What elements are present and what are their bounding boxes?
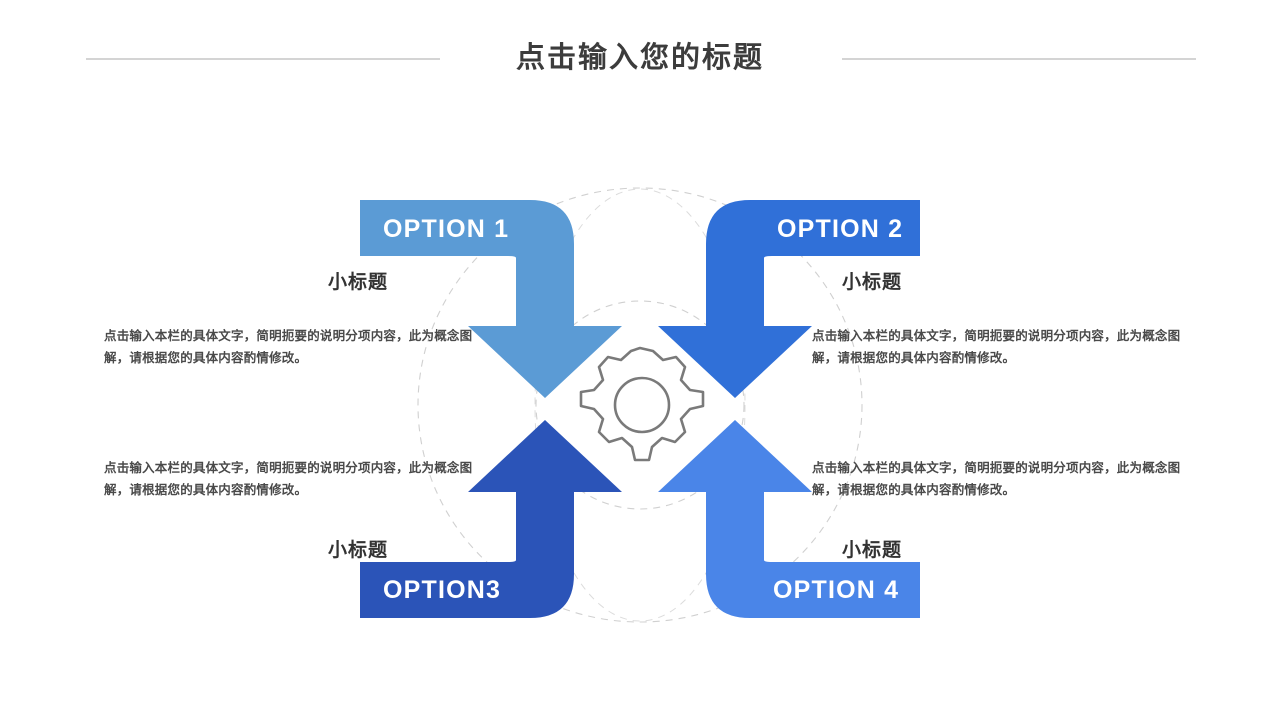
option-4-shape bbox=[658, 420, 920, 618]
option-4-arrow[interactable] bbox=[658, 420, 920, 618]
option-3-arrow[interactable] bbox=[360, 420, 622, 618]
slide-title-bar: 点击输入您的标题 bbox=[0, 36, 1280, 82]
title-rule-right bbox=[842, 58, 1196, 60]
gear-hub bbox=[613, 376, 671, 434]
option-1-text-block: 小标题 点击输入本栏的具体文字，简明扼要的说明分项内容，此为概念图解，请根据您的… bbox=[104, 272, 484, 370]
option-1-subtitle[interactable]: 小标题 bbox=[327, 272, 388, 293]
option-4-text-block: 点击输入本栏的具体文字，简明扼要的说明分项内容，此为概念图解，请根据您的具体内容… bbox=[812, 458, 1192, 563]
option-3-body[interactable]: 点击输入本栏的具体文字，简明扼要的说明分项内容，此为概念图解，请根据您的具体内容… bbox=[104, 461, 473, 497]
option-3-label[interactable]: OPTION3 bbox=[383, 576, 502, 604]
option-4-subtitle[interactable]: 小标题 bbox=[842, 539, 903, 561]
option-1-arrow[interactable] bbox=[360, 200, 622, 398]
option-1-shape bbox=[360, 200, 622, 398]
option-2-shape bbox=[658, 200, 920, 398]
option-2-arrow[interactable] bbox=[658, 200, 920, 398]
option-4-label[interactable]: OPTION 4 bbox=[773, 576, 900, 604]
option-2-label[interactable]: OPTION 2 bbox=[777, 215, 904, 243]
option-4-body[interactable]: 点击输入本栏的具体文字，简明扼要的说明分项内容，此为概念图解，请根据您的具体内容… bbox=[812, 461, 1181, 497]
option-2-text-block: 小标题 点击输入本栏的具体文字，简明扼要的说明分项内容，此为概念图解，请根据您的… bbox=[812, 272, 1192, 370]
option-1-label[interactable]: OPTION 1 bbox=[383, 215, 510, 243]
option-2-subtitle[interactable]: 小标题 bbox=[842, 272, 903, 293]
gear-icon bbox=[579, 346, 705, 462]
option-1-body[interactable]: 点击输入本栏的具体文字，简明扼要的说明分项内容，此为概念图解，请根据您的具体内容… bbox=[104, 328, 473, 365]
option-3-subtitle[interactable]: 小标题 bbox=[327, 539, 388, 561]
gear-outline bbox=[579, 346, 705, 462]
option-3-text-block: 点击输入本栏的具体文字，简明扼要的说明分项内容，此为概念图解，请根据您的具体内容… bbox=[104, 458, 484, 563]
title-rule-left bbox=[86, 58, 440, 60]
option-2-body[interactable]: 点击输入本栏的具体文字，简明扼要的说明分项内容，此为概念图解，请根据您的具体内容… bbox=[812, 328, 1181, 365]
page-title: 点击输入您的标题 bbox=[515, 42, 764, 74]
option-3-shape bbox=[360, 420, 622, 618]
